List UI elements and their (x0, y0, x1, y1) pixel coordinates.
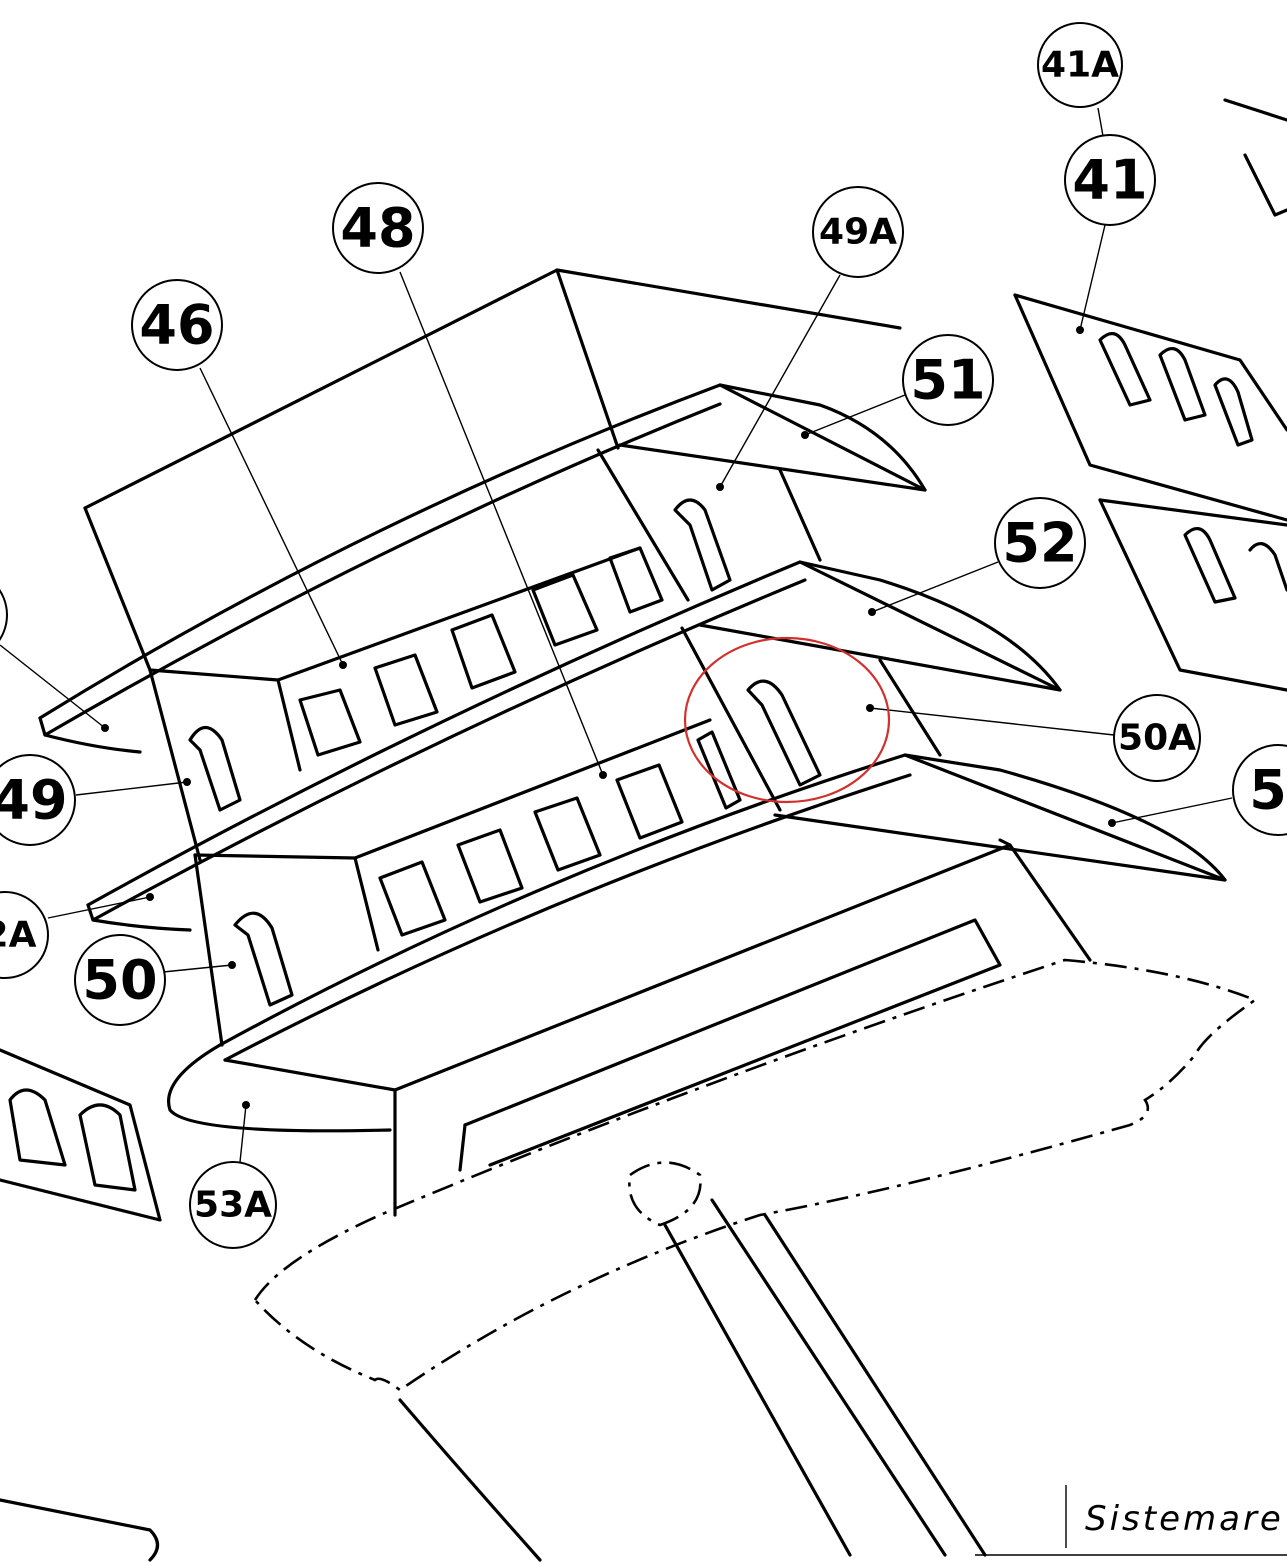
callout-49A: 49A (812, 186, 904, 278)
side-panels (0, 98, 1287, 1222)
callout-53: 5 (1232, 744, 1287, 836)
callout-partial (0, 589, 8, 641)
deck-52 (86, 560, 1062, 932)
level-2-house (193, 626, 942, 1047)
svg-text:50: 50 (82, 949, 157, 1012)
deck-53 (167, 753, 1227, 1133)
top-block (83, 268, 902, 672)
callout-50: 50 (74, 934, 166, 1026)
windows-level-2 (378, 763, 684, 937)
svg-text:50A: 50A (1118, 718, 1196, 759)
svg-text:2A: 2A (0, 915, 37, 956)
svg-text:46: 46 (139, 294, 214, 357)
svg-text:41A: 41A (1041, 45, 1119, 86)
level-1-house (148, 448, 822, 862)
svg-text:53A: 53A (194, 1185, 272, 1226)
callout-2A: 2A (0, 891, 49, 979)
callout-41: 41 (1064, 134, 1156, 226)
callout-51: 51 (902, 334, 994, 426)
deck-51 (38, 383, 927, 754)
svg-text:48: 48 (340, 197, 415, 260)
svg-text:49A: 49A (819, 212, 897, 253)
callout-52: 52 (994, 497, 1086, 589)
highlight-circle (683, 636, 891, 804)
svg-text:5: 5 (1249, 759, 1287, 822)
caption-text: Sistemare (1085, 1499, 1284, 1539)
callout-46: 46 (131, 279, 223, 371)
callout-49: 49 (0, 754, 76, 846)
callout-41A: 41A (1037, 22, 1123, 108)
lower-block (0, 838, 1258, 1562)
callout-48: 48 (332, 182, 424, 274)
leader-lines (0, 107, 1287, 1556)
svg-text:41: 41 (1072, 149, 1147, 212)
callout-53A: 53A (189, 1161, 277, 1249)
svg-text:51: 51 (910, 349, 985, 412)
callout-50A: 50A (1113, 694, 1201, 782)
svg-text:49: 49 (0, 769, 68, 832)
windows-level-1 (298, 546, 664, 757)
svg-text:52: 52 (1002, 512, 1077, 575)
